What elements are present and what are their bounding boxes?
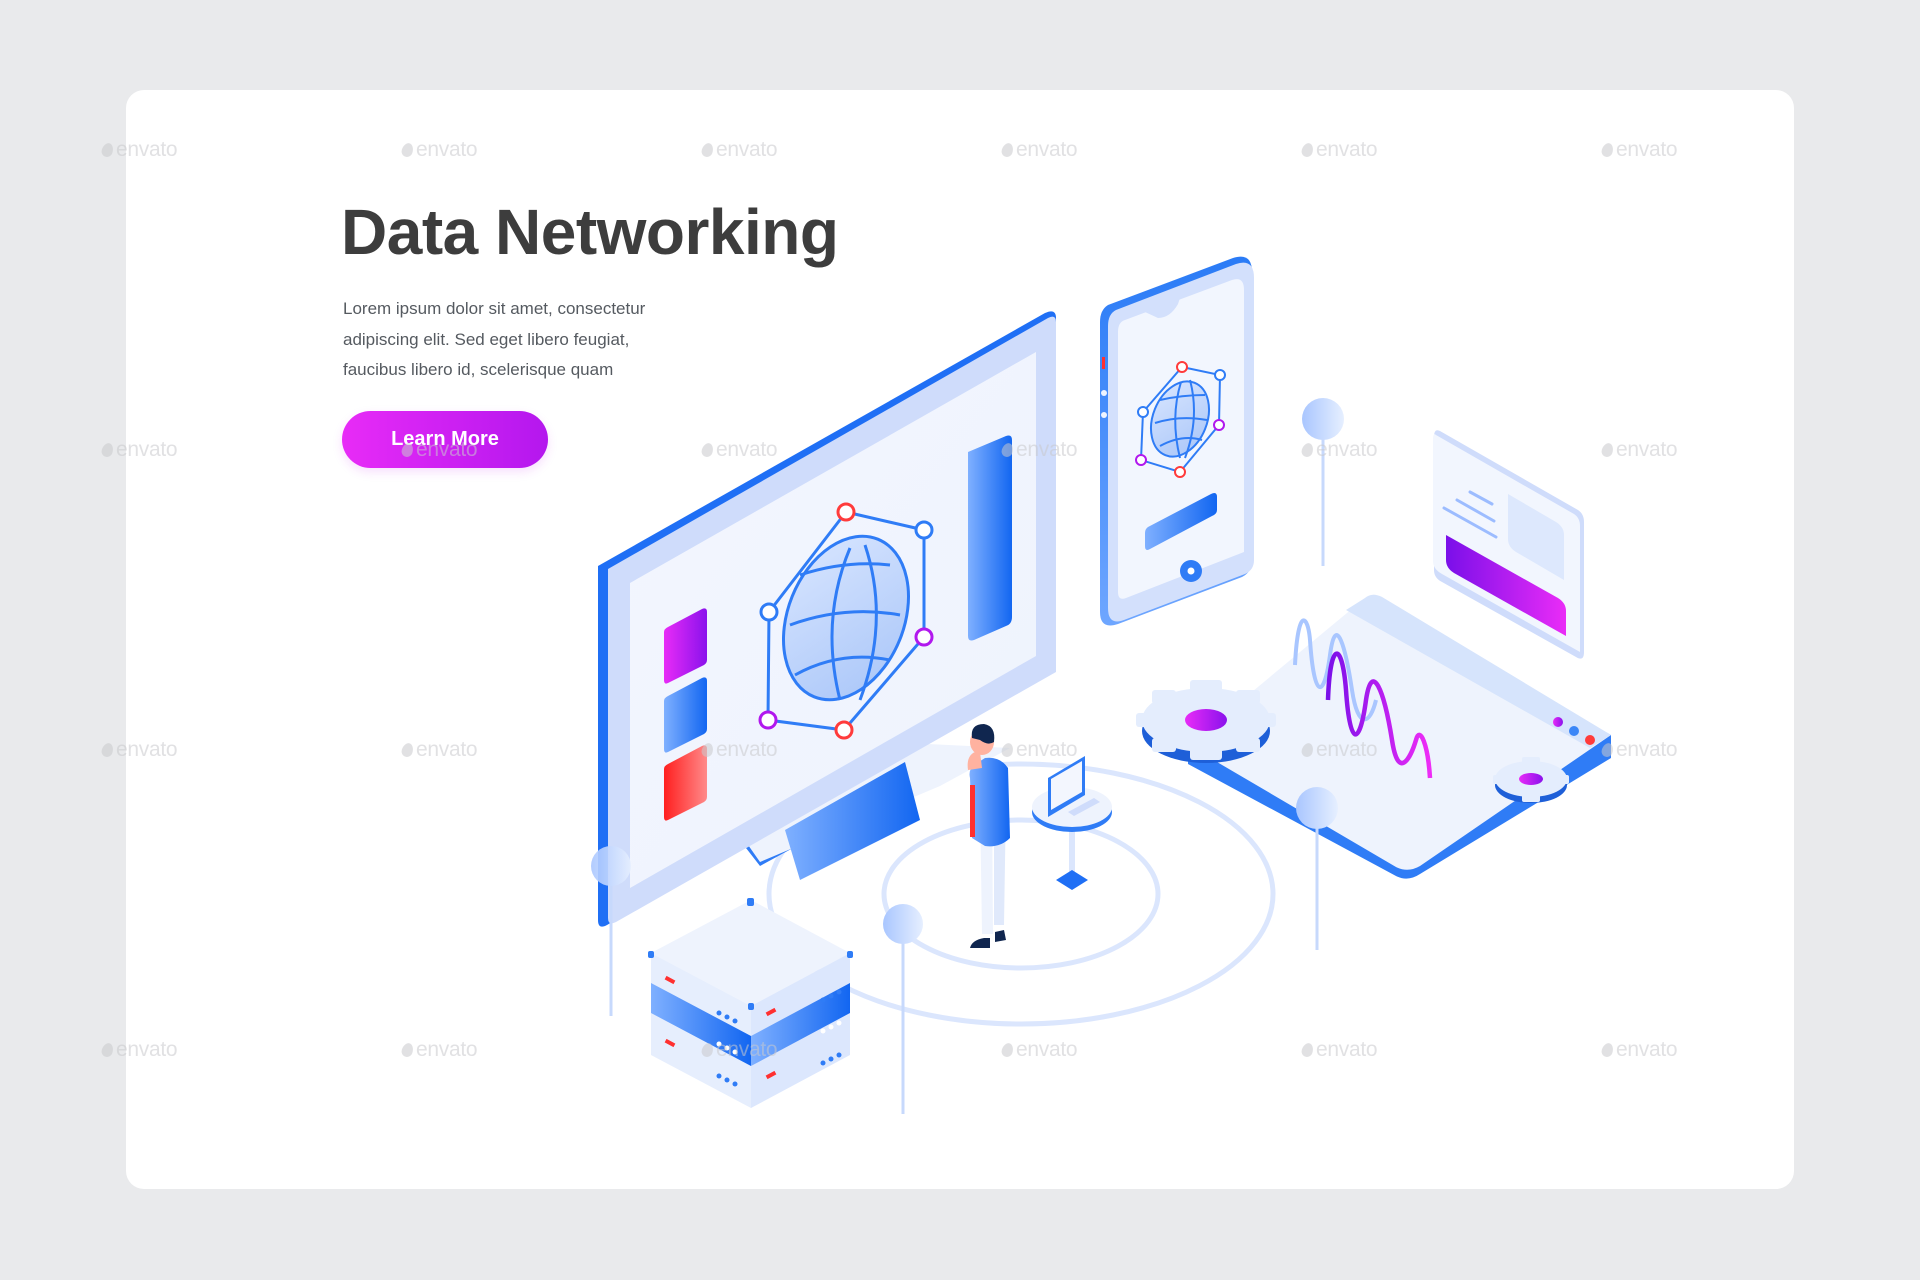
page-title: Data Networking bbox=[341, 196, 839, 268]
hero-description: Lorem ipsum dolor sit amet, consectetur … bbox=[343, 294, 703, 386]
hero-description-line: adipiscing elit. Sed eget libero feugiat… bbox=[343, 329, 630, 349]
learn-more-button[interactable]: Learn More bbox=[342, 411, 548, 468]
hero-description-line: Lorem ipsum dolor sit amet, consectetur bbox=[343, 299, 646, 318]
hero-description-line: faucibus libero id, scelerisque quam bbox=[343, 360, 614, 379]
